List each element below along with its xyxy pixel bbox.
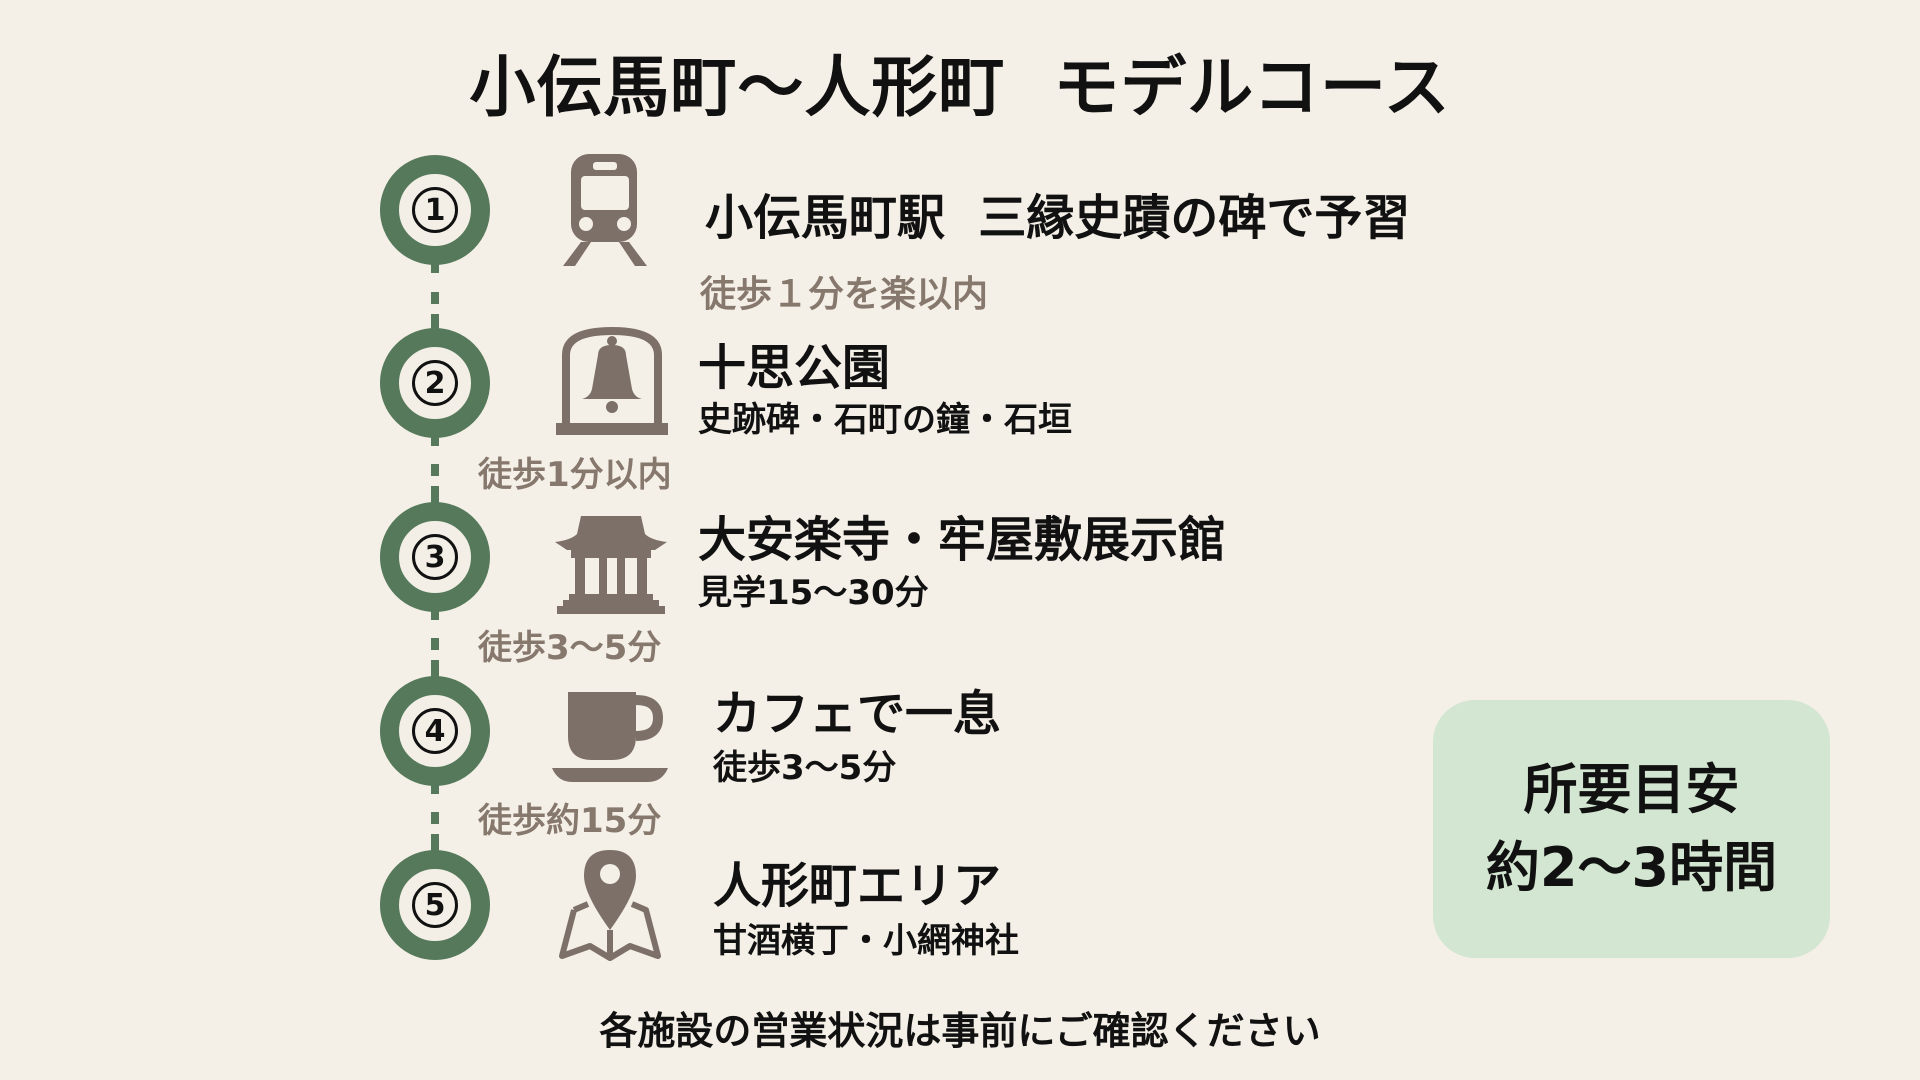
step-title-4: カフェで一息	[713, 686, 1002, 742]
walk-time-4-5: 徒歩約15分	[478, 801, 662, 841]
route-connector	[431, 638, 439, 676]
route-connector	[431, 292, 439, 328]
step-subtitle-4: 徒歩3〜5分	[713, 748, 897, 788]
step-number: 3	[412, 534, 458, 580]
step-subtitle-5: 甘酒横丁・小網神社	[713, 921, 1019, 961]
page-title: 小伝馬町〜人形町 モデルコース	[469, 49, 1451, 126]
coffee-cup-icon	[550, 674, 670, 794]
footer-note: 各施設の営業状況は事前にご確認ください	[599, 1009, 1321, 1053]
step-number: 2	[412, 360, 458, 406]
step-title-1: 小伝馬町駅 三縁史蹟の碑で予習	[705, 190, 1411, 246]
step-marker-3: 3	[380, 494, 490, 620]
step-title-5: 人形町エリア	[713, 858, 1002, 914]
bell-icon	[552, 325, 672, 445]
step-marker-5: 5	[380, 842, 490, 960]
walk-time-3-4: 徒歩3〜5分	[478, 628, 662, 668]
step-marker-4: 4	[380, 668, 490, 794]
map-pin-icon	[550, 846, 670, 966]
duration-label: 所要目安	[1523, 758, 1740, 821]
step-number: 5	[412, 882, 458, 928]
step-marker-1: 1	[380, 155, 490, 273]
temple-icon	[551, 500, 671, 620]
step-title-3: 大安楽寺・牢屋敷展示館	[698, 512, 1227, 568]
duration-value: 約2〜3時間	[1485, 836, 1778, 899]
route-connector	[431, 464, 439, 502]
step-subtitle-2: 史跡碑・石町の鐘・石垣	[698, 400, 1072, 440]
train-icon	[553, 150, 673, 270]
step-title-2: 十思公園	[698, 340, 891, 396]
walk-time-2-3: 徒歩1分以内	[478, 455, 672, 495]
duration-box: 所要目安 約2〜3時間	[1433, 700, 1830, 958]
step-number: 1	[412, 187, 458, 233]
step-subtitle-1: 徒歩１分を楽以内	[700, 274, 989, 315]
route-connector	[431, 812, 439, 850]
step-number: 4	[412, 708, 458, 754]
step-marker-2: 2	[380, 320, 490, 446]
step-subtitle-3: 見学15〜30分	[698, 573, 929, 613]
